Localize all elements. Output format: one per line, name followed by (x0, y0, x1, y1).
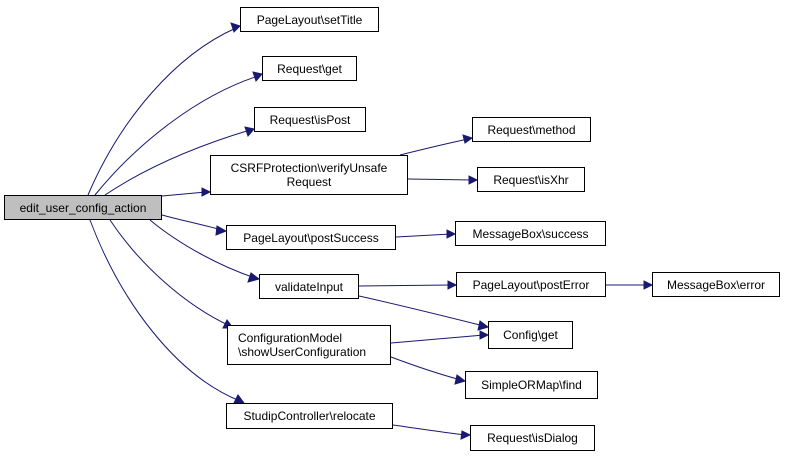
node-label: Config\get (503, 328, 558, 342)
arrowhead-success-to-mb (446, 229, 457, 239)
node-studipcontroller-relocate[interactable]: StudipController\relocate (226, 403, 393, 429)
edge-csrf-to-method (399, 138, 469, 156)
edge-validate-to-cfg (358, 295, 485, 327)
node-simpleormap-find[interactable]: SimpleORMap\find (465, 371, 598, 399)
node-label: PageLayout\setTitle (256, 12, 363, 27)
edge-to-request-get (94, 75, 259, 196)
node-request-method[interactable]: Request\method (472, 117, 591, 142)
edge-to-settitle (87, 27, 237, 196)
node-request-isxhr[interactable]: Request\isXhr (477, 167, 585, 192)
arrowhead-error-to-mb (643, 280, 654, 290)
arrowhead-model-to-find (454, 374, 467, 385)
edge-to-postsuccess (161, 214, 223, 231)
edge-success-to-mb (395, 233, 452, 238)
node-label: MessageBox\error (666, 277, 766, 292)
edge-validate-to-error (358, 284, 453, 287)
node-label: StudipController\relocate (243, 409, 376, 423)
arrowhead-model-to-cfg (479, 330, 490, 340)
node-request-get[interactable]: Request\get (262, 56, 357, 81)
edge-to-validate (149, 219, 256, 279)
node-label: PageLayout\postSuccess (243, 230, 379, 245)
node-label: Request\isPost (269, 112, 351, 127)
edge-csrf-to-isxhr (407, 178, 474, 181)
node-label: Request\method (487, 122, 576, 137)
arrowhead-csrf-to-method (462, 134, 474, 144)
arrowhead-csrf-to-isxhr (468, 175, 479, 185)
node-pagelayout-settitle[interactable]: PageLayout\setTitle (240, 7, 379, 32)
node-config-get[interactable]: Config\get (488, 321, 573, 349)
edge-model-to-find (390, 356, 462, 381)
node-label: Request\isXhr (493, 172, 569, 187)
edge-to-request-ispost (104, 129, 251, 196)
arrowhead-validate-to-error (447, 280, 458, 290)
node-label-line-2: Request (286, 175, 332, 189)
edge-to-csrf (161, 191, 207, 197)
arrowhead-validate-to-cfg (477, 320, 490, 331)
node-pagelayout-posterror[interactable]: PageLayout\postError (456, 272, 606, 297)
node-configurationmodel-showuserconfiguration[interactable]: ConfigurationModel \showUserConfiguratio… (227, 325, 391, 365)
node-request-isdialog[interactable]: Request\isDialog (470, 425, 595, 451)
node-label: PageLayout\postError (472, 277, 590, 292)
node-request-ispost[interactable]: Request\isPost (254, 107, 366, 132)
node-label: validateInput (274, 279, 344, 294)
arrowhead-to-request-ispost (244, 126, 255, 137)
arrowhead-to-request-get (252, 71, 263, 82)
node-label: MessageBox\success (472, 226, 589, 241)
node-label-line-2: \showUserConfiguration (238, 345, 367, 359)
node-label: Request\get (277, 61, 342, 76)
node-validateinput[interactable]: validateInput (259, 274, 359, 299)
node-pagelayout-postsuccess[interactable]: PageLayout\postSuccess (226, 225, 396, 250)
arrowhead-relocate-to-dialog (460, 430, 472, 440)
node-label: SimpleORMap\find (481, 378, 582, 392)
node-label-line-1: ConfigurationModel (238, 331, 343, 345)
arrowhead-to-postsuccess (215, 225, 228, 236)
edge-to-relocate (89, 219, 241, 402)
arrowhead-to-csrf (201, 187, 212, 197)
root-node-edit-user-config-action: edit_user_config_action (4, 195, 162, 220)
node-messagebox-success[interactable]: MessageBox\success (455, 221, 606, 246)
node-label-line-1: CSRFProtection\verifyUnsafe (230, 161, 388, 175)
arrowhead-to-settitle (230, 22, 241, 33)
node-csrfprotection-verifyunsaferequest[interactable]: CSRFProtection\verifyUnsafe Request (210, 155, 408, 195)
arrowhead-to-relocate (233, 394, 245, 404)
node-messagebox-error[interactable]: MessageBox\error (652, 272, 780, 297)
root-node-label: edit_user_config_action (19, 200, 147, 215)
node-label: Request\isDialog (487, 431, 578, 445)
edge-relocate-to-dialog (392, 424, 467, 436)
arrowhead-to-validate (247, 272, 261, 283)
edge-model-to-cfg (390, 334, 485, 344)
edge-to-configmodel (109, 219, 231, 327)
